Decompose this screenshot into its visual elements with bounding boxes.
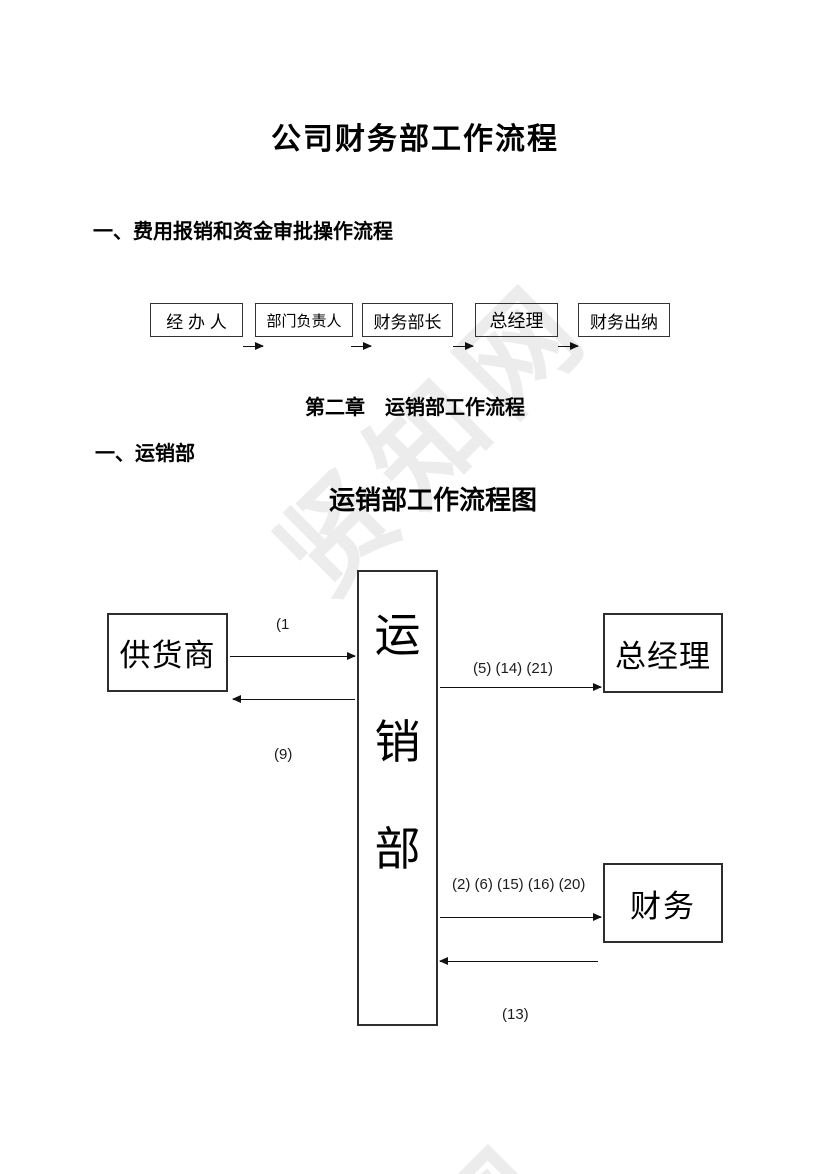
chapter2-subsection-heading: 一、运销部 (95, 443, 195, 465)
finance-box: 财务 (603, 863, 723, 943)
arrow-label-1: (1 (276, 616, 290, 633)
arrow-sales-to-gm-icon (440, 682, 602, 691)
arrow-label-2-6-15-16-20: (2) (6) (15) (16) (20) (452, 876, 586, 893)
approval-step-finance-minister-box: 财务部长 (362, 303, 453, 337)
flow-diagram-title: 运销部工作流程图 (328, 485, 537, 515)
sales-dept-char: 运 (374, 609, 421, 661)
sales-dept-box: 运 销 部 (357, 570, 438, 1026)
arrow-supplier-to-sales-icon (230, 651, 356, 660)
page-title: 公司财务部工作流程 (271, 123, 559, 156)
sales-dept-char: 部 (374, 823, 421, 875)
arrow-label-5-14-21: (5) (14) (21) (473, 660, 554, 677)
approval-step-handler-box: 经 办 人 (150, 303, 243, 337)
supplier-box: 供货商 (107, 613, 228, 692)
section1-heading: 一、费用报销和资金审批操作流程 (93, 221, 393, 243)
approval-step-dept-head-box: 部门负责人 (255, 303, 353, 337)
sales-dept-char: 销 (374, 716, 421, 768)
approval-step-cashier-box: 财务出纳 (578, 303, 670, 337)
arrow-right-icon (558, 341, 579, 350)
chapter2-heading: 第二章 运销部工作流程 (305, 397, 525, 419)
arrow-label-13: (13) (502, 1006, 529, 1023)
approval-step-general-manager-box: 总经理 (475, 303, 558, 337)
arrow-label-9: (9) (274, 746, 293, 763)
arrow-finance-to-sales-icon (439, 956, 598, 965)
arrow-right-icon (351, 341, 372, 350)
arrow-sales-to-supplier-icon (232, 694, 355, 703)
arrow-sales-to-finance-icon (440, 912, 602, 921)
arrow-right-icon (453, 341, 474, 350)
general-manager-box: 总经理 (603, 613, 723, 693)
arrow-right-icon (243, 341, 264, 350)
